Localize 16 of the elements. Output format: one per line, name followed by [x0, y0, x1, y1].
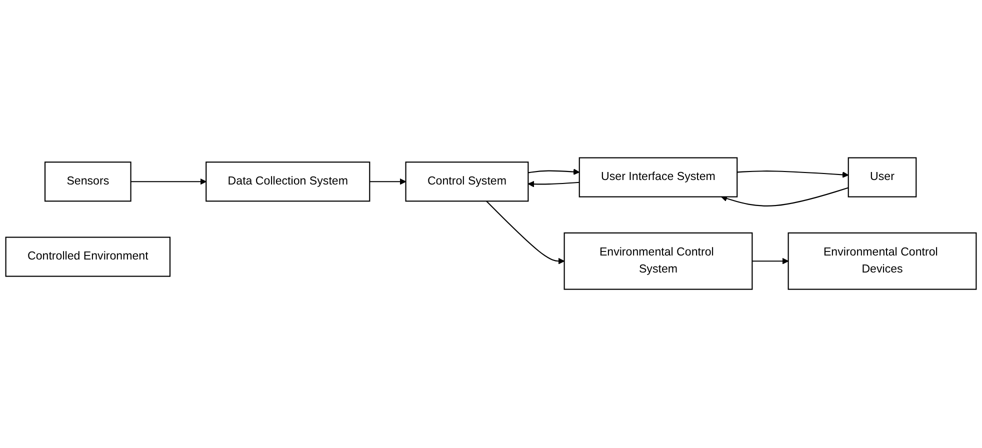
- node-box: Sensors: [44, 162, 132, 202]
- node-box: Control System: [405, 162, 529, 202]
- arrow: [737, 171, 849, 178]
- arrow: [528, 169, 580, 176]
- node-box: User: [848, 158, 917, 198]
- arrow: [752, 258, 789, 265]
- node-box: Environmental Control Devices: [788, 232, 977, 290]
- node-box: User Interface System: [578, 158, 738, 198]
- arrow: [528, 181, 580, 188]
- arrow: [370, 178, 406, 186]
- arrow: [486, 201, 565, 265]
- node-box: Data Collection System: [206, 162, 370, 202]
- node-box: Controlled Environment: [5, 237, 171, 278]
- arrow: [720, 188, 849, 207]
- node-box: Environmental Control System: [564, 232, 753, 290]
- arrow: [130, 178, 206, 186]
